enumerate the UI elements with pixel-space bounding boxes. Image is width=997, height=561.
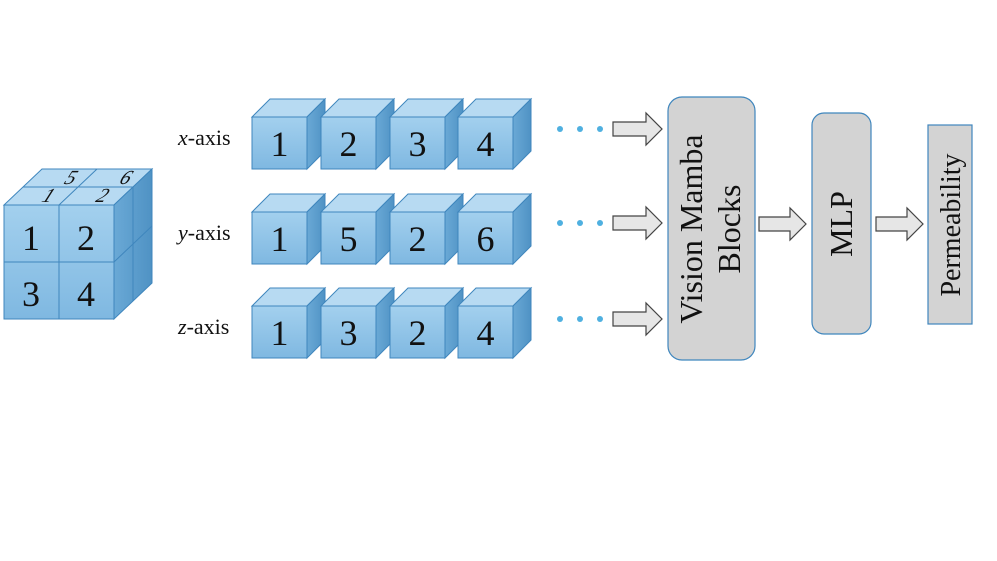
patch-cube-front — [389, 305, 446, 359]
patch-number: 2 — [409, 313, 427, 353]
patch-cube: 1 — [250, 192, 327, 266]
patch-cube-front — [320, 116, 377, 170]
patch-cube-front — [320, 211, 377, 265]
patch-cube: 2 — [319, 97, 396, 171]
patch-cube-front — [251, 305, 308, 359]
ellipsis-dots — [557, 126, 603, 322]
output-label: Permeability — [936, 153, 967, 296]
arrow-icon — [875, 206, 924, 242]
axis-var-z: z — [177, 314, 187, 339]
patch-cube-front — [251, 211, 308, 265]
vision-mamba-box — [667, 96, 756, 361]
patch-cube: 3 — [319, 286, 396, 360]
axis-suffix-x: -axis — [188, 125, 231, 150]
patch-cube-front — [457, 116, 514, 170]
arrow-icon — [612, 301, 663, 337]
flow-arrows — [612, 111, 924, 337]
ellipsis-dot — [597, 316, 603, 322]
patch-number: 1 — [271, 219, 289, 259]
patch-number: 3 — [340, 313, 358, 353]
ellipsis-dot — [557, 316, 563, 322]
mlp-box — [811, 112, 872, 335]
patch-cube-front — [389, 211, 446, 265]
cube-front-num-1: 1 — [22, 218, 40, 258]
patch-number: 4 — [477, 313, 495, 353]
sequence-row-z: 1 3 2 4 — [250, 286, 533, 360]
patch-cube: 1 — [250, 97, 327, 171]
arrow-icon — [612, 111, 663, 147]
ellipsis-dot — [557, 220, 563, 226]
patch-cube-front — [320, 305, 377, 359]
patch-cube-front — [457, 211, 514, 265]
patch-cube-front — [389, 116, 446, 170]
mlp-label: MLP — [823, 191, 859, 257]
ellipsis-dot — [597, 126, 603, 132]
patch-cube: 6 — [456, 192, 533, 266]
patch-number: 6 — [477, 219, 495, 259]
patch-cube: 4 — [456, 286, 533, 360]
axis-var-x: x — [177, 125, 188, 150]
output-box — [927, 124, 973, 325]
patch-number: 2 — [409, 219, 427, 259]
patch-cube: 5 — [319, 192, 396, 266]
vision-mamba-block: Vision Mamba Blocks — [667, 96, 756, 361]
patch-number: 1 — [271, 313, 289, 353]
sequence-row-x: 1 2 3 4 — [250, 97, 533, 171]
arrow-icon — [612, 205, 663, 241]
ellipsis-dot — [597, 220, 603, 226]
patch-cube: 2 — [388, 192, 465, 266]
patch-cube-front — [251, 116, 308, 170]
axis-label-z: z-axis — [177, 314, 229, 339]
patch-cube: 3 — [388, 97, 465, 171]
patch-number: 2 — [340, 124, 358, 164]
ellipsis-dot — [577, 316, 583, 322]
mlp-block: MLP — [811, 112, 872, 335]
axis-label-x: x-axis — [177, 125, 231, 150]
patch-cube: 4 — [456, 97, 533, 171]
vision-mamba-label-line1: Vision Mamba — [673, 134, 709, 323]
ellipsis-dot — [577, 220, 583, 226]
source-cube: 5 6 1 2 1 2 3 4 — [2, 166, 154, 321]
patch-cube: 1 — [250, 286, 327, 360]
cube-front-num-3: 3 — [22, 274, 40, 314]
ellipsis-dot — [577, 126, 583, 132]
patch-number: 4 — [477, 124, 495, 164]
cube-front-num-4: 4 — [77, 274, 95, 314]
arrow-icon — [758, 206, 807, 242]
axis-var-y: y — [176, 220, 188, 245]
patch-cube-front — [457, 305, 514, 359]
axis-suffix-z: -axis — [187, 314, 230, 339]
output-block: Permeability — [927, 124, 973, 325]
patch-cube: 2 — [388, 286, 465, 360]
patch-number: 5 — [340, 219, 358, 259]
axis-label-y: y-axis — [176, 220, 231, 245]
patch-number: 1 — [271, 124, 289, 164]
patch-number: 3 — [409, 124, 427, 164]
cube-front-num-2: 2 — [77, 218, 95, 258]
vision-mamba-label-line2: Blocks — [711, 185, 747, 274]
axis-suffix-y: -axis — [188, 220, 231, 245]
ellipsis-dot — [557, 126, 563, 132]
